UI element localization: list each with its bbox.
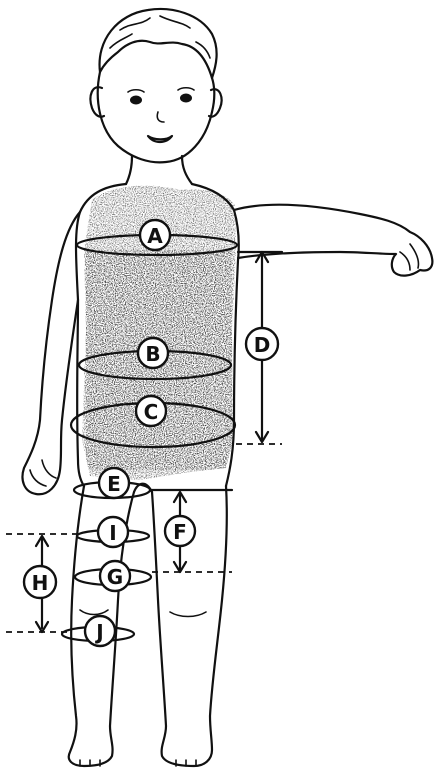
label-b: B (145, 342, 160, 366)
label-badge-j: J (85, 616, 115, 646)
label-badge-g: G (100, 561, 130, 591)
nose (157, 112, 164, 122)
head (98, 72, 215, 162)
label-j: J (94, 620, 103, 644)
neck (126, 156, 192, 184)
left-knee (80, 610, 108, 615)
right-arm (234, 205, 432, 276)
label-i: I (109, 521, 116, 545)
label-c: C (144, 400, 159, 424)
label-d: D (254, 333, 271, 357)
label-e: E (107, 472, 121, 496)
label-badge-i: I (98, 517, 128, 547)
label-badge-h: H (24, 566, 56, 598)
label-badge-c: C (136, 396, 166, 426)
label-a: A (147, 224, 163, 248)
label-badge-f: F (165, 516, 195, 546)
label-f: F (173, 520, 187, 544)
label-badge-a: A (140, 220, 170, 250)
mouth (148, 136, 172, 142)
label-badge-b: B (138, 338, 168, 368)
right-eye (180, 94, 192, 103)
label-g: G (107, 565, 123, 589)
label-h: H (32, 571, 49, 595)
right-knee (170, 612, 206, 617)
label-badge-e: E (99, 468, 129, 498)
left-eye (130, 96, 142, 105)
left-arm (23, 212, 81, 494)
label-badge-d: D (246, 328, 278, 360)
